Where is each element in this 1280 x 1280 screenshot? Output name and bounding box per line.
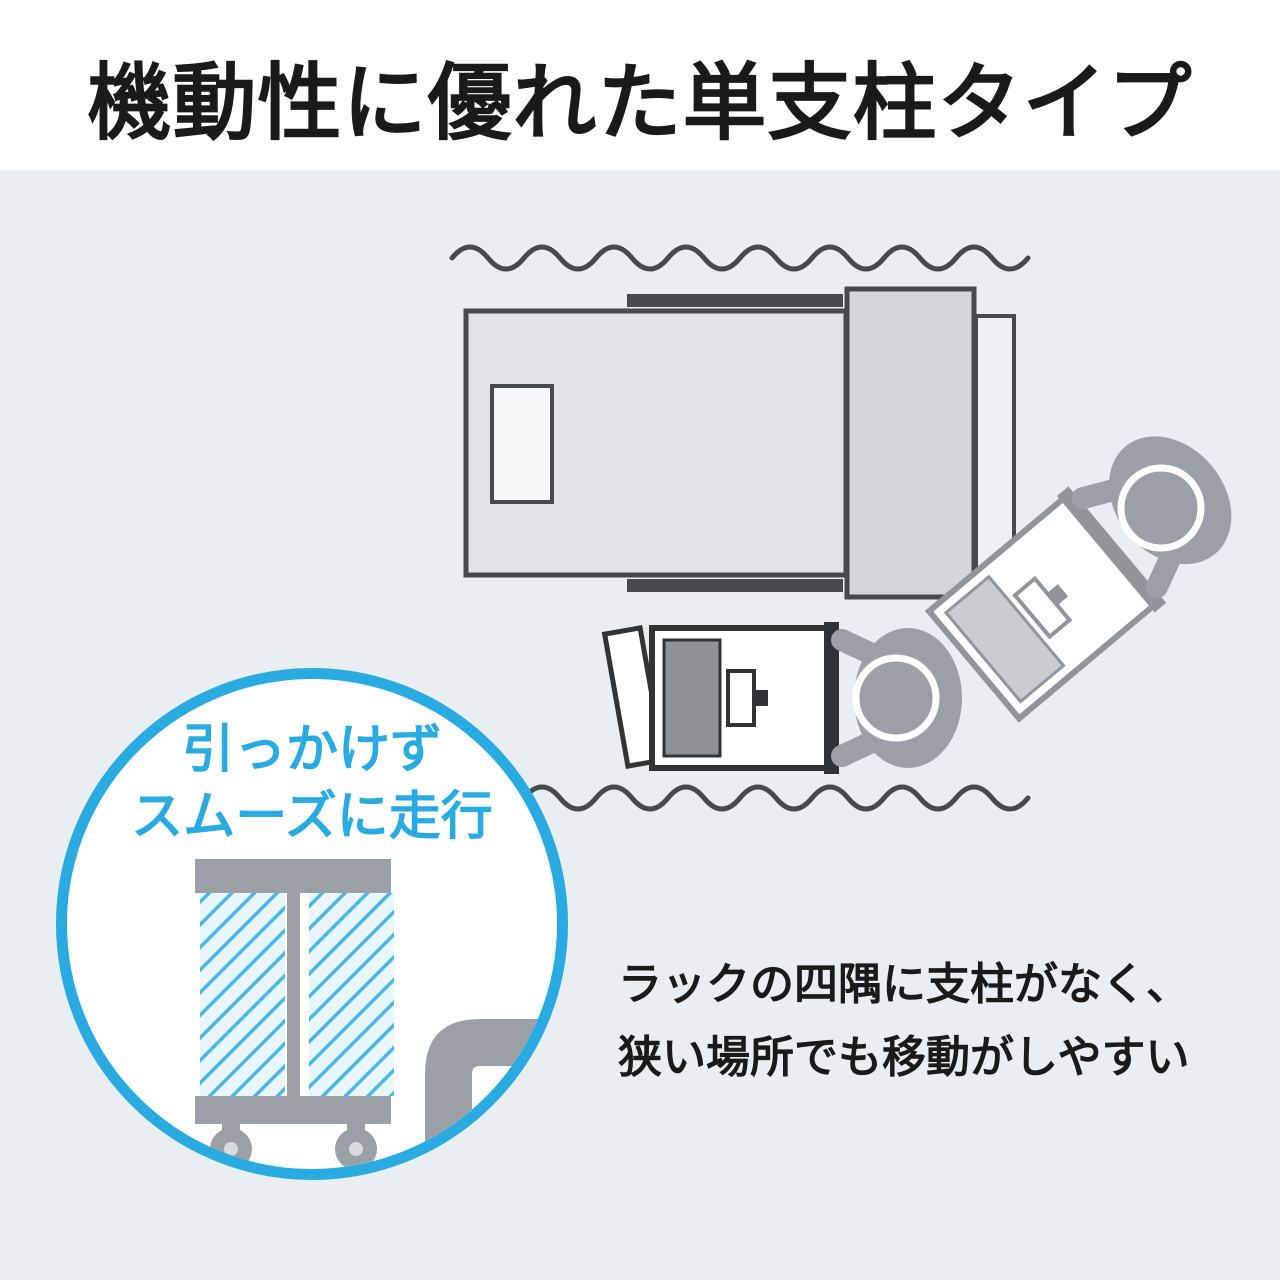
cart-sideview bbox=[195, 859, 394, 1169]
page-title: 機動性に優れた単支柱タイプ bbox=[87, 56, 1193, 150]
bed-frame-sideview bbox=[425, 1019, 557, 1169]
callout-text-line1: 引っかけず bbox=[181, 721, 442, 779]
staff-pushing-cart-front bbox=[601, 622, 962, 774]
staff-pushing-cart-rotated bbox=[924, 436, 1232, 723]
wall-wavy-lines bbox=[449, 244, 1031, 812]
room-topdown-scene-illustration bbox=[449, 244, 1232, 812]
illustration-panel: 引っかけず スムーズに走行 bbox=[0, 170, 1280, 1280]
caption-line2: 狭い場所でも移動がしやすい bbox=[618, 1033, 1190, 1083]
single-pillar-cart-illustration bbox=[195, 859, 557, 1169]
feature-caption: ラックの四隅に支柱がなく、 狭い場所でも移動がしやすい bbox=[618, 948, 1190, 1094]
caption-line1: ラックの四隅に支柱がなく、 bbox=[618, 960, 1190, 1009]
feature-callout-circle: 引っかけず スムーズに走行 bbox=[56, 668, 568, 1180]
bed-topview bbox=[463, 286, 1016, 600]
callout-text-line2: スムーズに走行 bbox=[131, 787, 493, 846]
callout-text: 引っかけず スムーズに走行 bbox=[67, 717, 557, 850]
